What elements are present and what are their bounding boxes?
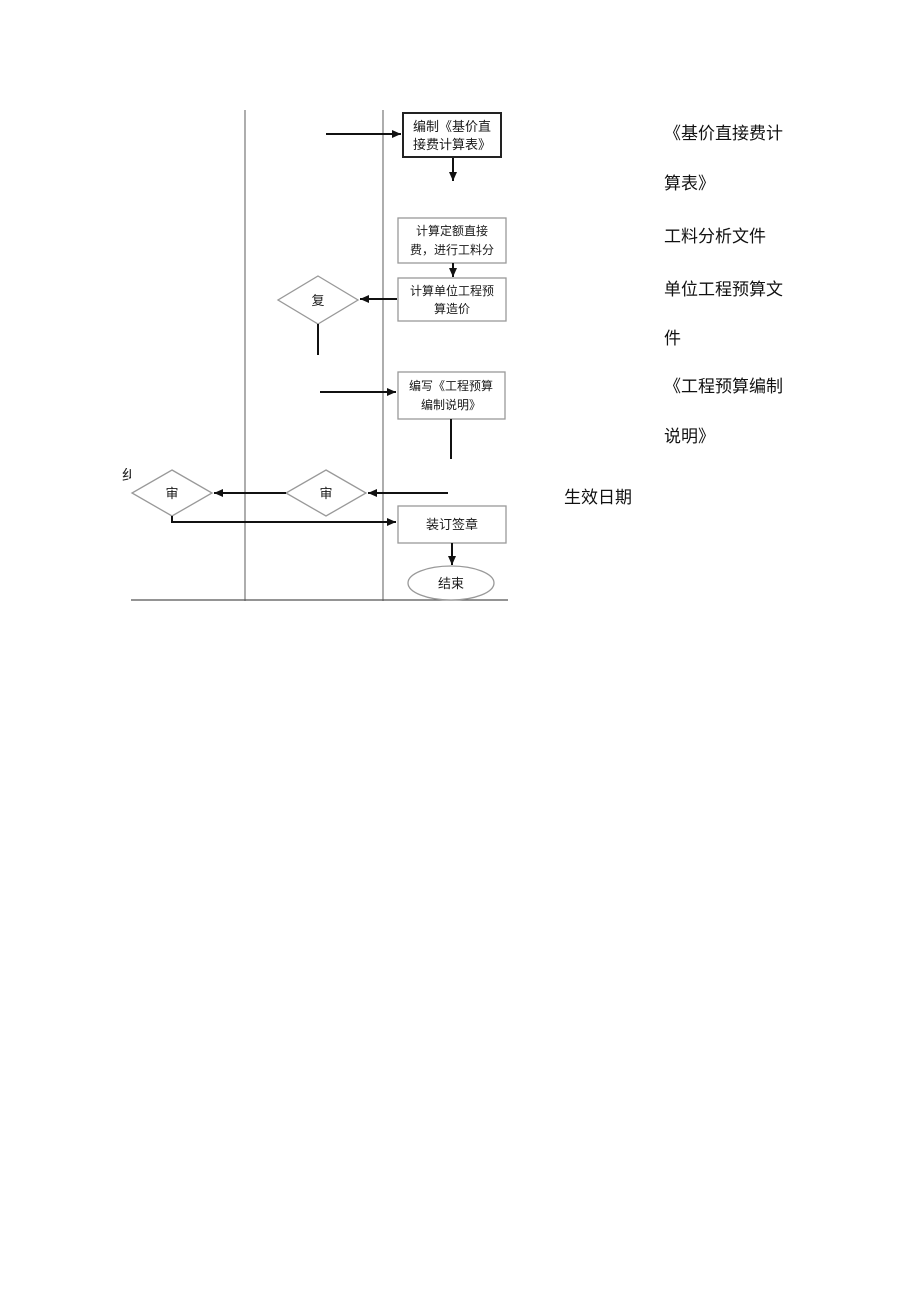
node-compile-direct-fee-table: 编制《基价直 接费计算表》 xyxy=(402,112,502,158)
decision-review-2: 审 xyxy=(284,469,368,517)
output-line-5: 件 xyxy=(664,329,681,349)
node-write-budget-notes: 编写《工程预算 编制说明》 xyxy=(397,371,506,420)
svg-text:复: 复 xyxy=(311,294,324,309)
output-line-6: 《工程预算编制 xyxy=(664,377,783,397)
arrow-review-3-to-bind xyxy=(171,516,396,526)
decision-review-1: 复 xyxy=(276,275,360,325)
decision-review-3: 审 xyxy=(130,469,214,517)
svg-text:编制《基价直: 编制《基价直 xyxy=(413,120,491,135)
output-line-7: 说明》 xyxy=(664,427,715,447)
terminator-end: 结束 xyxy=(407,565,495,601)
flowchart: 编制《基价直 接费计算表》 计算定额直接 费，进行工料分 计算单位工程预 算造价… xyxy=(130,110,508,601)
svg-text:接费计算表》: 接费计算表》 xyxy=(413,137,491,153)
output-line-1: 《基价直接费计 xyxy=(664,124,783,144)
svg-text:装订签章: 装订签章 xyxy=(426,517,478,533)
output-line-3: 工料分析文件 xyxy=(664,227,766,247)
svg-text:计算单位工程预: 计算单位工程预 xyxy=(410,283,494,298)
node-calc-unit-project-cost: 计算单位工程预 算造价 xyxy=(397,277,507,322)
node-bind-and-seal: 装订签章 xyxy=(397,505,507,544)
cut-off-label: 纠 xyxy=(122,468,131,483)
node-calc-direct-fee: 计算定额直接 费，进行工料分 xyxy=(397,217,507,264)
svg-text:结束: 结束 xyxy=(438,577,464,592)
svg-text:审: 审 xyxy=(165,487,178,502)
svg-text:审: 审 xyxy=(319,487,332,502)
svg-text:算造价: 算造价 xyxy=(434,301,470,316)
svg-text:费，进行工料分: 费，进行工料分 xyxy=(410,243,494,257)
svg-text:编写《工程预算: 编写《工程预算 xyxy=(409,378,493,393)
output-line-4: 单位工程预算文 xyxy=(664,280,783,300)
svg-text:计算定额直接: 计算定额直接 xyxy=(416,223,488,238)
output-line-2: 算表》 xyxy=(664,174,715,194)
svg-text:编制说明》: 编制说明》 xyxy=(421,397,481,412)
output-line-8: 生效日期 xyxy=(564,488,632,508)
